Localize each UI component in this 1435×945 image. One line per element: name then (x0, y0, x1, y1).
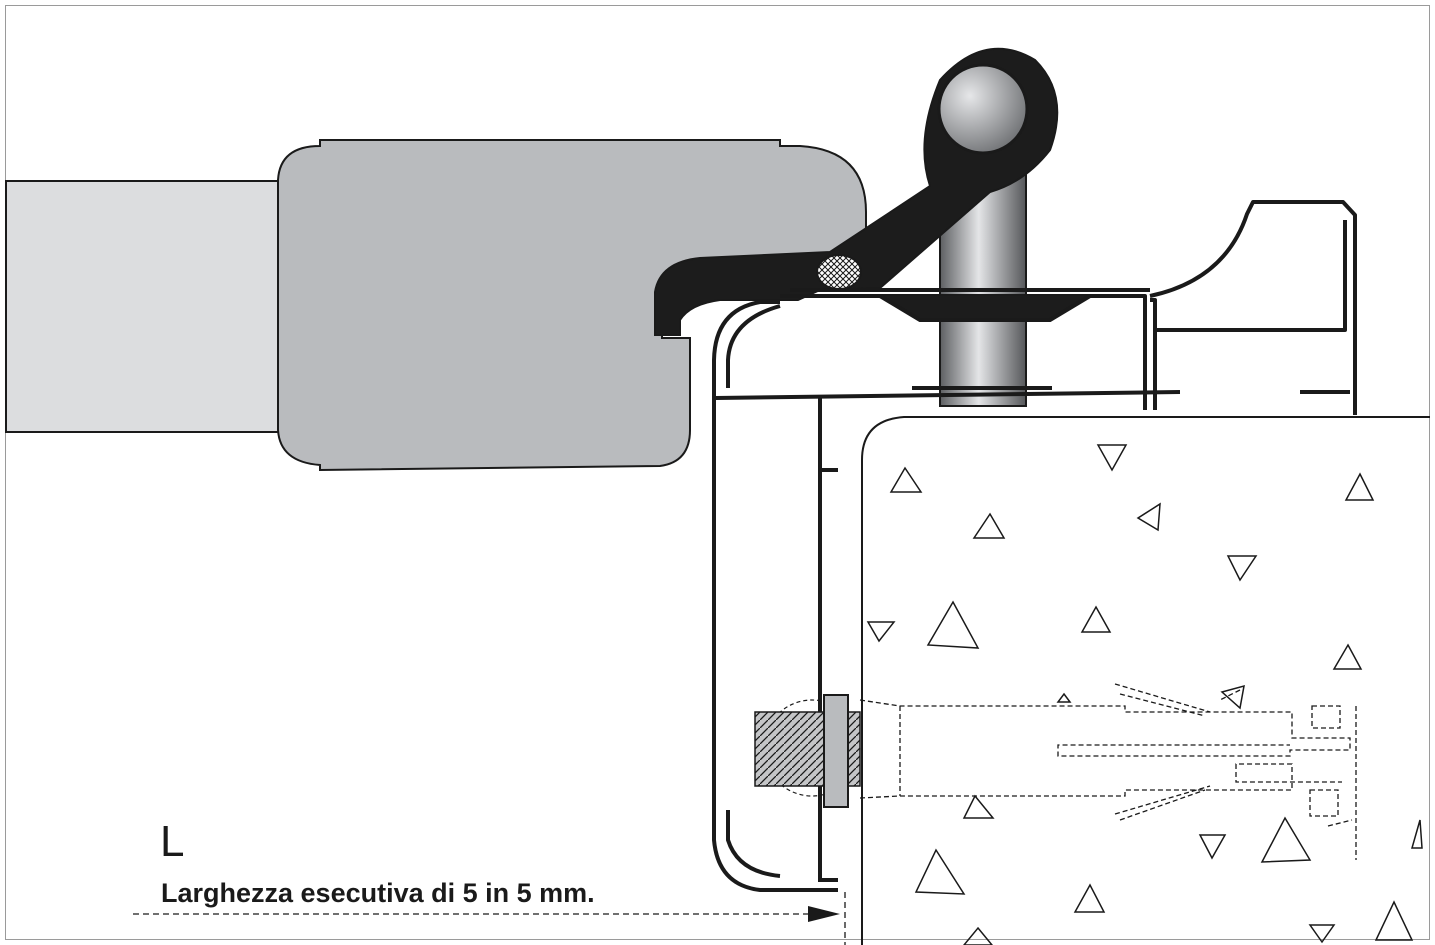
anchor-bolt-icon (859, 683, 1357, 860)
seal-insert (816, 254, 862, 290)
concrete-wall (861, 416, 1430, 945)
bolt-thread (754, 694, 861, 808)
wall-panel (5, 180, 287, 433)
dimension-letter: L (160, 817, 185, 866)
dimension-line (133, 892, 846, 945)
dimension-caption: Larghezza esecutiva di 5 in 5 mm. (161, 878, 595, 908)
bolt-nut (823, 694, 849, 808)
concrete-aggregate-icon (866, 444, 1423, 945)
hinge-knob (937, 63, 1029, 155)
door-leaf-profile (277, 139, 867, 472)
frame-profile (712, 200, 1357, 892)
drawing-border (5, 5, 1430, 940)
